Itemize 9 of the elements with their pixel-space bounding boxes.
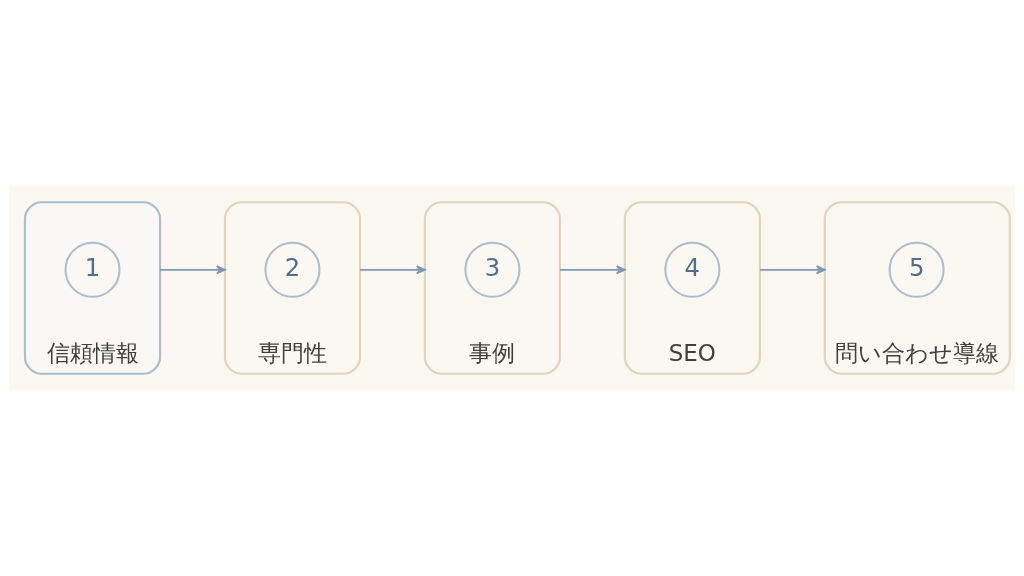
node-circle: 5	[888, 241, 945, 298]
arrow	[159, 265, 226, 275]
arrow	[559, 265, 626, 275]
node-circle: 1	[64, 241, 121, 298]
node-circle: 4	[664, 241, 721, 298]
arrow	[359, 265, 426, 275]
node-circle: 3	[464, 241, 521, 298]
arrow	[759, 265, 826, 275]
node-circle: 2	[264, 241, 321, 298]
